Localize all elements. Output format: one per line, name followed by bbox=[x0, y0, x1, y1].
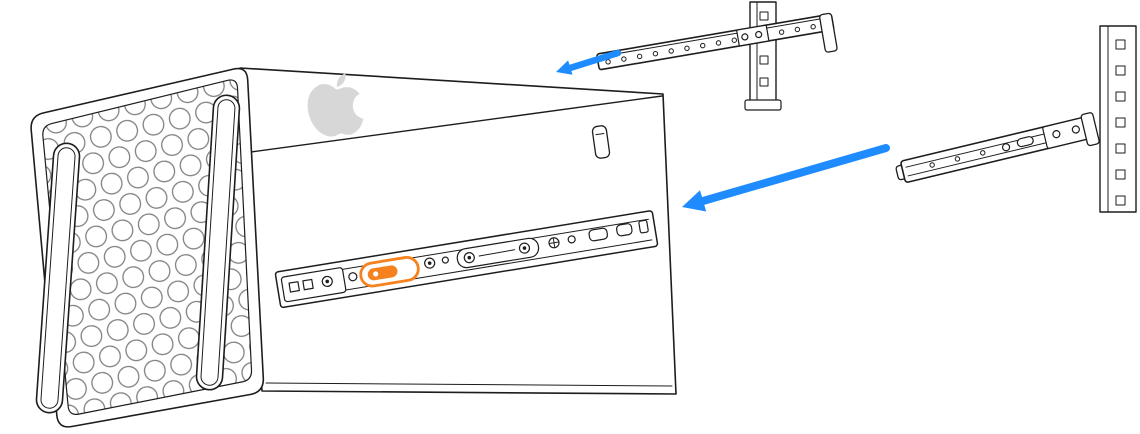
rack-post-rear bbox=[744, 1, 782, 111]
rail-end-bracket bbox=[280, 267, 347, 303]
rail-end-stop bbox=[638, 219, 649, 234]
handle-inner-line bbox=[40, 147, 76, 409]
screw-icon bbox=[1071, 125, 1080, 134]
square-hole bbox=[302, 278, 314, 291]
screw-icon bbox=[441, 256, 449, 264]
rail-screws bbox=[548, 235, 576, 249]
post-hole bbox=[759, 11, 769, 21]
post-foot bbox=[744, 99, 782, 111]
slide-arrow-main bbox=[682, 144, 890, 212]
post-hole bbox=[759, 77, 769, 87]
rack-rail-right-assembly bbox=[682, 25, 1137, 213]
square-hole bbox=[288, 281, 300, 293]
screw-icon bbox=[741, 33, 749, 41]
apple-logo bbox=[307, 73, 364, 137]
rail-release-latch bbox=[359, 256, 420, 288]
rail-slot bbox=[588, 227, 609, 242]
rail-end-flange bbox=[1080, 112, 1100, 147]
chassis-slide-rail bbox=[274, 210, 659, 309]
mac-pro-unit bbox=[30, 67, 677, 428]
side-latch-slot bbox=[591, 125, 611, 159]
front-handle-right bbox=[195, 94, 241, 391]
artwork bbox=[30, 1, 1137, 428]
front-handle-left bbox=[35, 142, 81, 414]
rack-post-right bbox=[1099, 25, 1137, 213]
screw-icon bbox=[1052, 130, 1061, 139]
arrow-shaft bbox=[566, 49, 622, 72]
rack-rail-rear-assembly bbox=[556, 1, 838, 111]
handle-inner-line bbox=[200, 99, 236, 386]
arrow-head bbox=[682, 190, 707, 212]
screw-icon bbox=[1001, 143, 1011, 152]
rail-slot bbox=[1016, 136, 1034, 148]
screw-icon bbox=[348, 272, 358, 282]
screw-icon bbox=[567, 235, 576, 244]
rail-slot bbox=[616, 223, 633, 237]
slide-arrow-rear bbox=[556, 49, 622, 75]
arrow-head bbox=[556, 60, 573, 75]
rail-clamp-bracket bbox=[736, 24, 770, 47]
rack-rail-rear bbox=[596, 12, 838, 71]
screw-icon bbox=[755, 30, 763, 39]
arrow-shaft bbox=[699, 144, 890, 205]
rack-rail-right bbox=[895, 112, 1100, 183]
post-hole bbox=[759, 55, 769, 65]
rail-link-plate bbox=[456, 237, 540, 269]
top-side-edge bbox=[250, 95, 663, 153]
rail-mount-bracket bbox=[1042, 116, 1093, 149]
post-holes bbox=[1115, 39, 1126, 206]
rail-holes bbox=[929, 150, 986, 168]
bottom-lip bbox=[265, 382, 673, 387]
rail-end-flange bbox=[819, 12, 838, 53]
